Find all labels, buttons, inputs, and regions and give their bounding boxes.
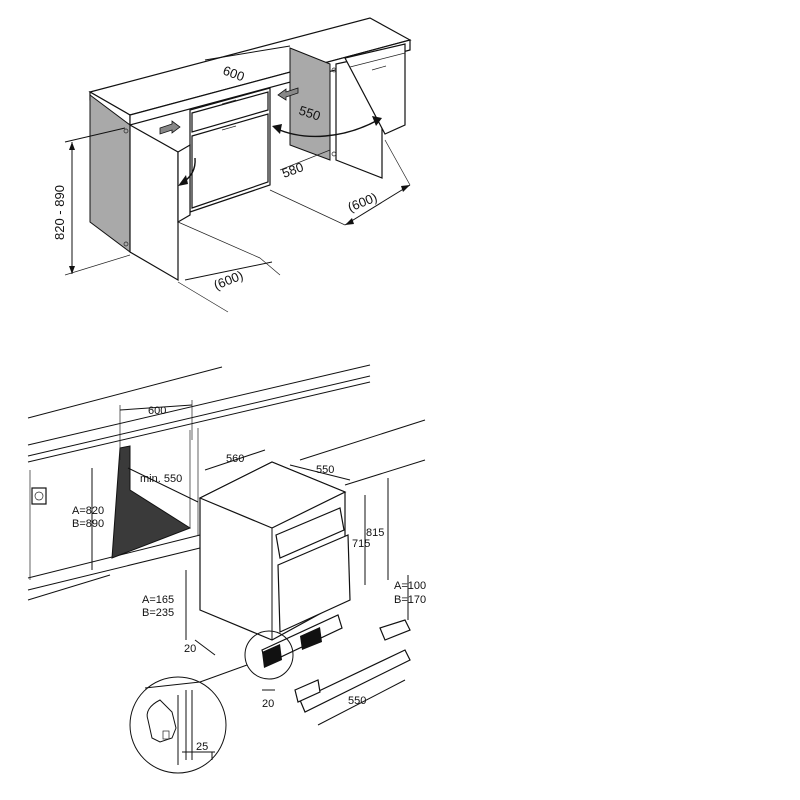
- label-b-890: B=890: [72, 518, 104, 530]
- label-20-left: 20: [184, 643, 196, 655]
- top-cabinet-illustration: [64, 17, 412, 313]
- left-door: [129, 123, 179, 282]
- label-715: 715: [352, 538, 370, 550]
- label-height-range: 820 - 890: [52, 185, 67, 240]
- bottom-installation-illustration: [27, 364, 426, 774]
- label-depth-550: 550: [297, 103, 322, 124]
- label-paren-600-right: (600): [346, 190, 380, 215]
- label-b-170: B=170: [394, 594, 426, 606]
- label-min-550: min. 550: [140, 473, 182, 485]
- detail-magnifier: [129, 676, 227, 774]
- label-20-bottom: 20: [262, 698, 274, 710]
- label-depth-580: 580: [280, 159, 306, 181]
- label-600: 600: [148, 405, 166, 417]
- right-grey-panel: [289, 47, 331, 161]
- label-a-820: A=820: [72, 505, 104, 517]
- appliance-door-lower: [277, 534, 351, 633]
- label-a-165: A=165: [142, 594, 174, 606]
- label-paren-600-front: (600): [212, 268, 246, 293]
- appliance-door-upper: [275, 507, 345, 559]
- label-25: 25: [196, 741, 208, 753]
- label-b-235: B=235: [142, 607, 174, 619]
- label-815: 815: [366, 527, 384, 539]
- label-width-600: 600: [221, 63, 247, 85]
- power-socket: [31, 487, 47, 505]
- label-560: 560: [226, 453, 244, 465]
- label-550-top: 550: [316, 464, 334, 476]
- label-550-bottom: 550: [348, 695, 366, 707]
- kickboard: [299, 649, 411, 713]
- label-a-100: A=100: [394, 580, 426, 592]
- recess-opening: [111, 445, 192, 559]
